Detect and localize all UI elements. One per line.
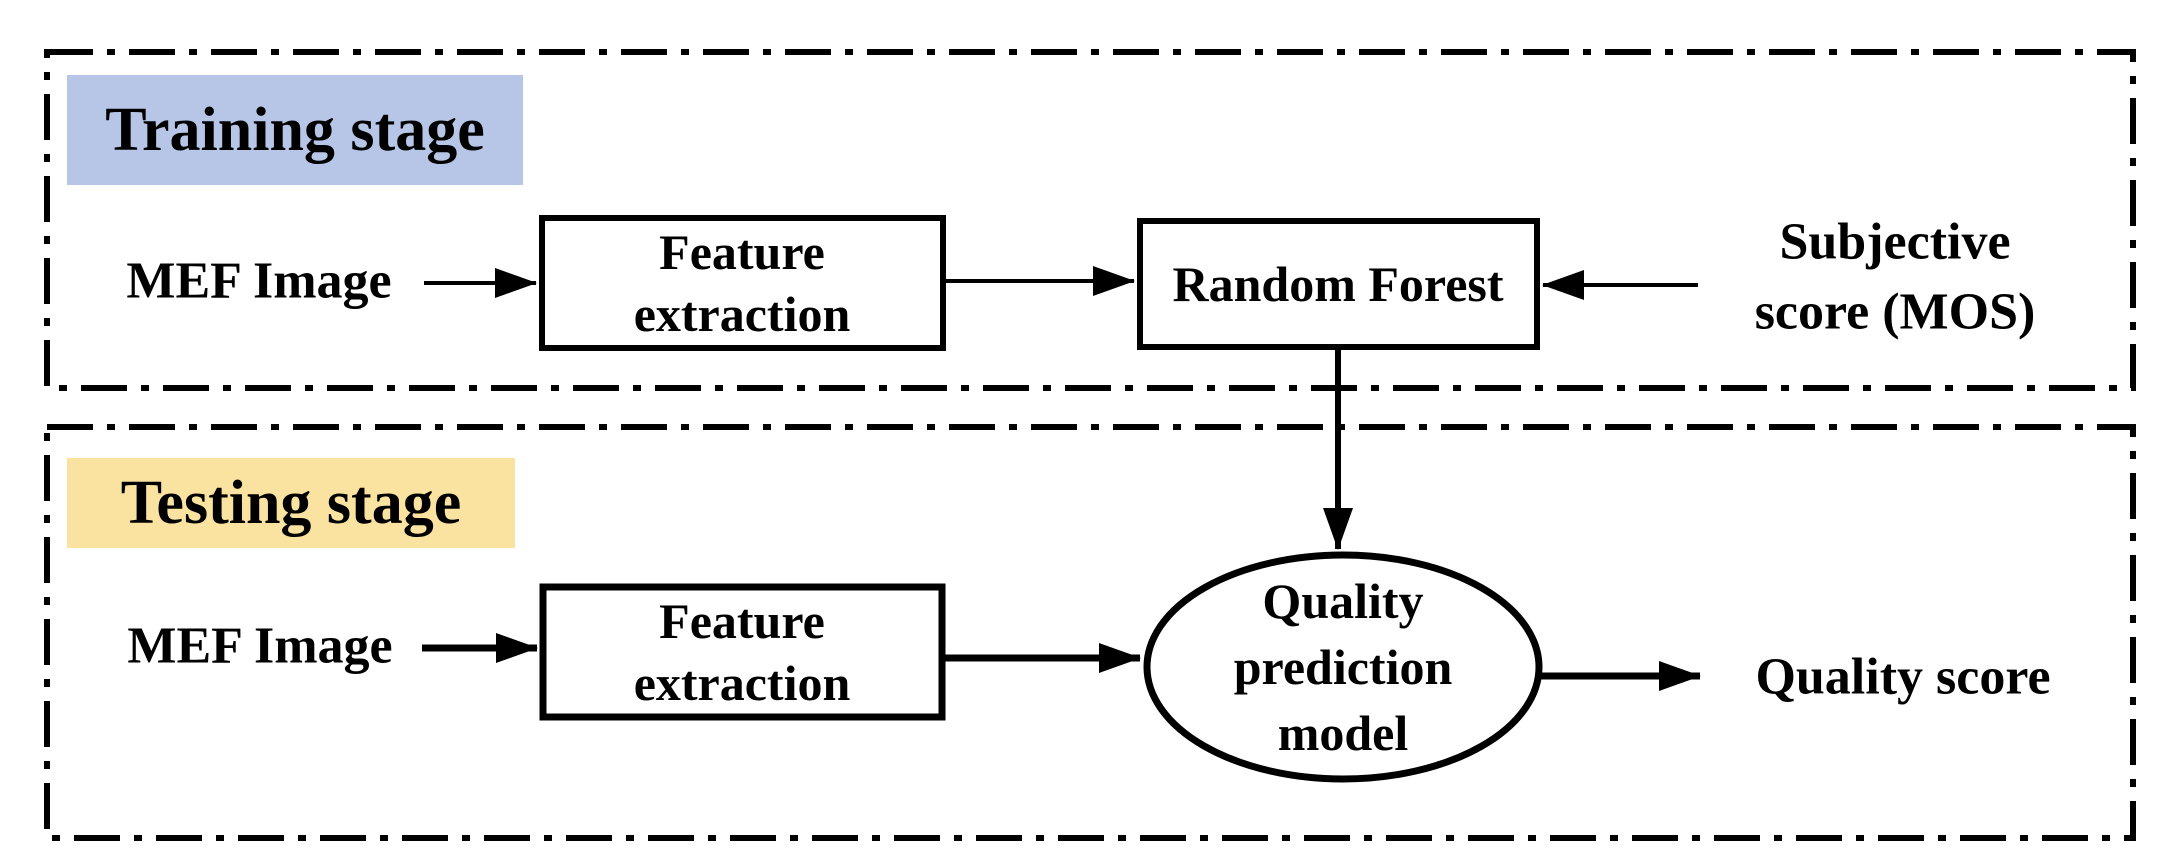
- training-mef-image-label: MEF Image: [126, 253, 391, 310]
- subjective-score-line1: Subjective: [1779, 214, 2010, 271]
- training-feature-line2: extraction: [634, 286, 851, 342]
- training-stage-label-bg: [67, 75, 523, 185]
- training-stage-label: Training stage: [105, 96, 484, 164]
- quality-score-label: Quality score: [1755, 649, 2050, 706]
- training-feature-extraction-box: [539, 215, 946, 351]
- testing-mef-image-label: MEF Image: [127, 618, 392, 675]
- prediction-model-line1: Quality: [1262, 573, 1423, 629]
- testing-feature-extraction-box: [539, 583, 946, 721]
- testing-feature-line2: extraction: [634, 655, 851, 711]
- prediction-model-line3: model: [1278, 705, 1409, 761]
- testing-stage-label-bg: [67, 458, 515, 548]
- testing-stage-container: [44, 424, 2136, 841]
- quality-prediction-model-ellipse: [1143, 551, 1543, 783]
- training-feature-line1: Feature: [659, 224, 825, 280]
- training-stage-container: [44, 49, 2136, 391]
- testing-stage-label: Testing stage: [121, 469, 461, 537]
- subjective-score-line2: score (MOS): [1755, 284, 2036, 341]
- testing-feature-line1: Feature: [659, 593, 825, 649]
- random-forest-label: Random Forest: [1172, 256, 1503, 312]
- prediction-model-line2: prediction: [1234, 639, 1453, 695]
